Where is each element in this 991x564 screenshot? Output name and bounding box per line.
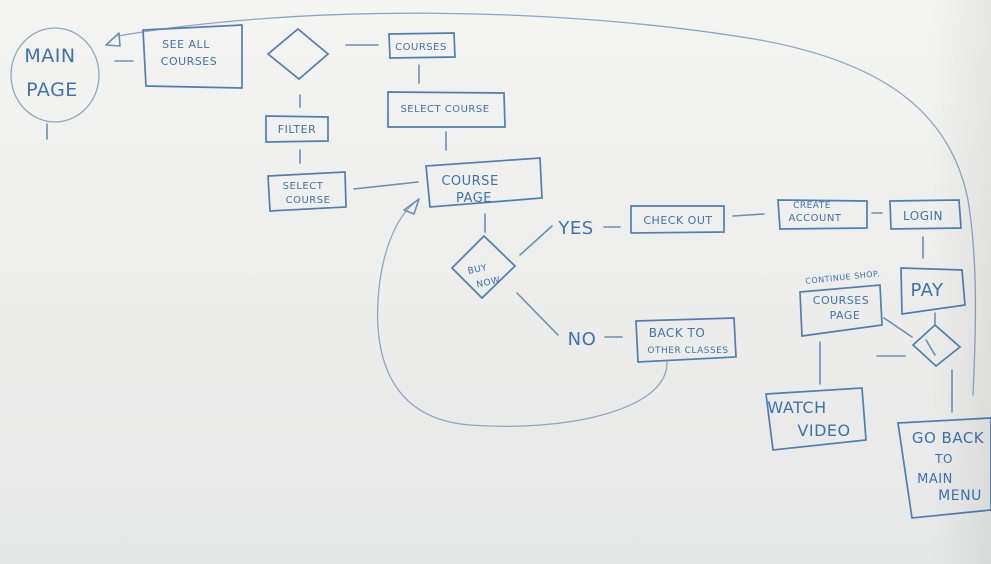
- arrowhead-main-page: [105, 32, 121, 47]
- decision-diamond-right-mark: [925, 339, 936, 356]
- create-account-box: [777, 199, 868, 230]
- arrowhead-course-page: [403, 198, 420, 215]
- watch-video-box: [765, 387, 867, 451]
- yes-label: YES: [557, 218, 593, 239]
- login-box: [889, 199, 962, 230]
- go-back-label-3: MAIN: [917, 472, 953, 487]
- course-page-label-2: PAGE: [456, 191, 492, 206]
- courses-page-label-1: COURSES: [813, 294, 869, 307]
- create-account-label-2: ACCOUNT: [789, 213, 842, 224]
- edge-buynow-yes: [519, 225, 553, 256]
- login-label: LOGIN: [903, 209, 943, 223]
- watch-video-label-1: WATCH: [767, 398, 826, 417]
- select-course-top-label: SELECT COURSE: [400, 104, 489, 115]
- watch-video-label-2: VIDEO: [797, 421, 850, 440]
- no-label: NO: [568, 329, 597, 350]
- back-to-other-classes-box: [635, 317, 737, 363]
- main-page-label-2: PAGE: [26, 79, 78, 101]
- select-course-left-label-2: COURSE: [286, 195, 331, 206]
- go-back-label-2: TO: [934, 452, 953, 466]
- edge-buynow-no: [516, 292, 559, 336]
- courses-label: COURSES: [395, 42, 447, 53]
- buy-now-label-2: NOW: [476, 276, 502, 291]
- decision-diamond-right: [911, 323, 962, 368]
- nodes: MAIN PAGE SEE ALL COURSES COURSES SELECT…: [10, 24, 991, 519]
- course-page-label-1: COURSE: [441, 174, 498, 189]
- courses-box: [388, 32, 456, 59]
- back-to-label-1: BACK TO: [649, 326, 706, 340]
- decision-diamond-top: [266, 27, 330, 81]
- filter-box: [265, 115, 329, 143]
- main-page-circle: [10, 27, 100, 123]
- go-back-box: [897, 417, 991, 519]
- pay-label: PAY: [910, 280, 944, 301]
- edge-selectleft-coursepage: [353, 181, 419, 190]
- courses-page-box: [799, 284, 883, 337]
- filter-label: FILTER: [278, 123, 317, 136]
- check-out-label: CHECK OUT: [643, 214, 712, 227]
- buy-now-label-1: BUY: [467, 263, 488, 277]
- create-account-label-1: CREATE: [793, 201, 831, 211]
- return-arc-to-main-page: [117, 12, 977, 396]
- go-back-label-1: GO BACK: [912, 429, 985, 447]
- back-to-label-2: OTHER CLASSES: [647, 346, 728, 356]
- go-back-label-4: MENU: [938, 488, 982, 504]
- edge-checkout-create: [732, 213, 765, 217]
- loop-back-to-course-page: [376, 203, 668, 428]
- courses-page-label-2: PAGE: [830, 309, 861, 322]
- main-page-label-1: MAIN: [24, 45, 75, 67]
- pay-box: [900, 267, 966, 315]
- check-out-box: [630, 205, 725, 234]
- connectors: [46, 12, 977, 428]
- select-course-top-box: [387, 91, 506, 128]
- see-all-courses-box: [142, 24, 243, 89]
- see-all-courses-label-1: SEE ALL: [162, 38, 210, 51]
- buy-now-diamond: [450, 234, 517, 300]
- select-course-left-box: [267, 171, 347, 212]
- select-course-left-label-1: SELECT: [283, 181, 324, 192]
- continue-shop-label: CONTINUE SHOP.: [805, 269, 881, 286]
- see-all-courses-label-2: COURSES: [161, 55, 217, 68]
- edge-decision-coursespage: [883, 317, 913, 338]
- course-page-box: [425, 157, 543, 208]
